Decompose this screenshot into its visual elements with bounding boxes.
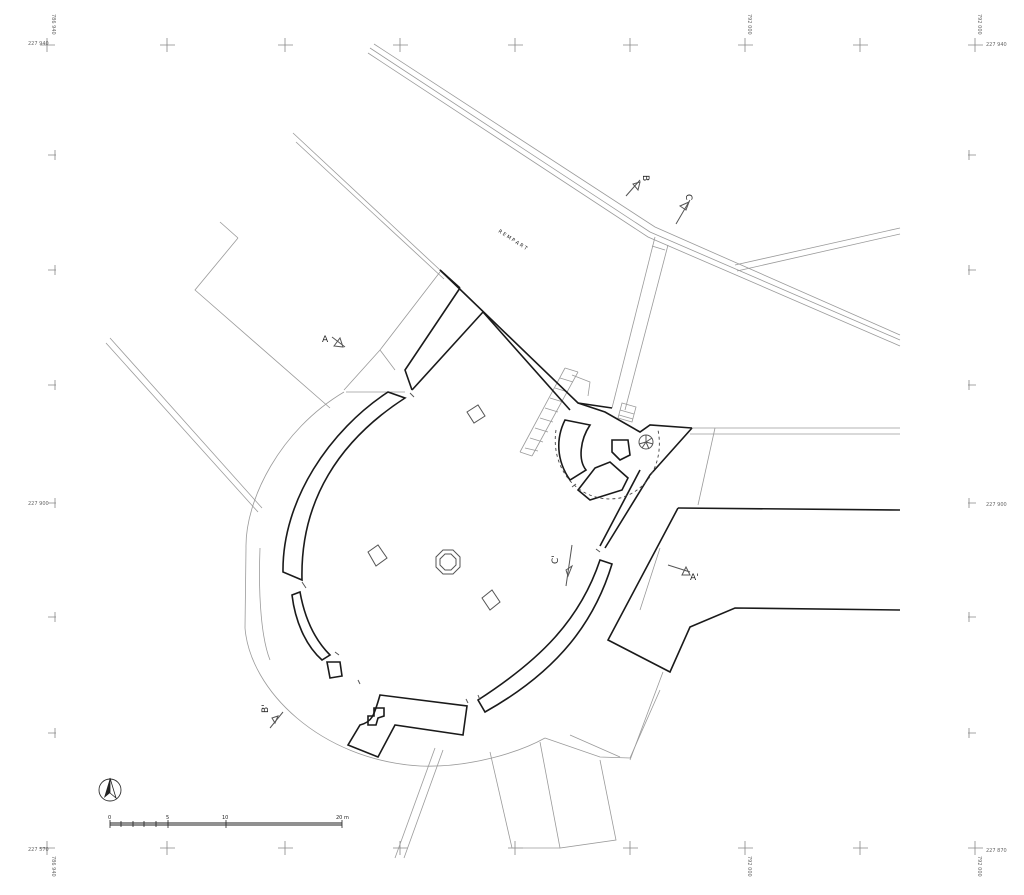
coord-bottom-left-x: 786 940 [50, 856, 56, 877]
section-marker-b-prime: B' [261, 704, 284, 729]
coord-bottom-mid-x: 792 000 [746, 856, 752, 877]
tower-outline-dashed [554, 429, 660, 500]
scale-label-0: 0 [108, 815, 111, 821]
central-octagon [435, 549, 461, 575]
coord-bottom-left-y: 227 570 [28, 847, 49, 853]
section-marker-b: B [625, 175, 650, 197]
section-marker-a: A [322, 335, 346, 348]
pillars [367, 404, 501, 611]
coord-top-left-x: 786 940 [50, 14, 56, 35]
section-marker-a-prime: A' [667, 564, 699, 583]
coord-top-mid-x: 792 000 [746, 14, 752, 35]
rempart-label: R E M P A R T [497, 229, 529, 253]
scale-bar: 0 5 10 20 m [108, 815, 349, 828]
scale-label-10: 10 [222, 815, 228, 821]
spiral-stair-icon [638, 434, 654, 450]
coord-mid-left-y: 227 900 [28, 501, 49, 507]
coord-top-left-y: 227 940 [28, 41, 49, 47]
coord-top-right-x: 792 000 [976, 14, 982, 35]
svg-text:B: B [640, 175, 650, 181]
svg-text:C': C' [551, 555, 561, 564]
svg-text:A: A [322, 335, 329, 345]
grid-crosses [40, 38, 983, 855]
section-marker-c: C [675, 194, 693, 225]
fort-walls [282, 269, 901, 759]
svg-text:B': B' [261, 704, 271, 713]
svg-text:A': A' [690, 573, 699, 583]
wall-ticks [301, 392, 601, 704]
context-lines [105, 43, 901, 859]
scale-label-5: 5 [166, 815, 169, 821]
coord-mid-right-y: 227 900 [986, 502, 1007, 508]
section-marker-c-prime: C' [551, 544, 574, 587]
north-arrow-icon [98, 777, 122, 802]
svg-text:C: C [683, 194, 693, 200]
coord-top-right-y: 227 940 [986, 42, 1007, 48]
scale-label-20: 20 m [336, 815, 349, 821]
coord-bottom-right-y: 227 870 [986, 848, 1007, 854]
coord-bottom-right-x: 792 000 [976, 856, 982, 877]
